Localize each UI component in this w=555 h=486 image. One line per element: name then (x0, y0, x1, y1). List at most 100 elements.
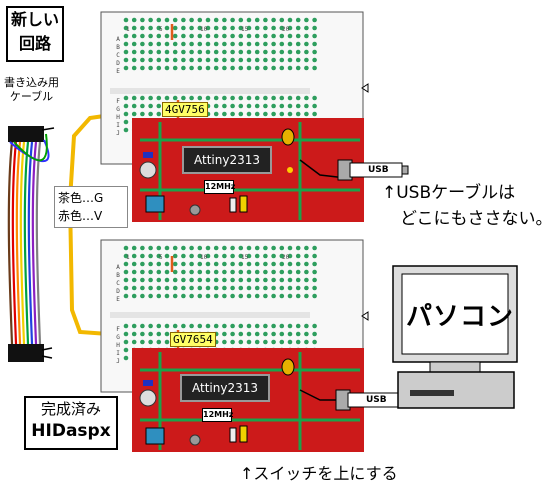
row-label: C (116, 280, 120, 287)
breadboard-hole (213, 277, 219, 283)
breadboard-hole (156, 253, 162, 259)
breadboard-hole (312, 339, 317, 345)
breadboard-hole (287, 261, 293, 267)
breadboard-hole (230, 277, 235, 283)
breadboard-hole (295, 261, 301, 267)
new-circuit-label: 新しい 回路 (6, 6, 64, 62)
breadboard-hole (181, 33, 186, 39)
breadboard-hole (189, 17, 194, 23)
top-breadboard (100, 11, 409, 222)
breadboard-hole (230, 95, 235, 101)
breadboard-hole (222, 95, 227, 101)
breadboard-hole (271, 25, 276, 31)
breadboard-hole (312, 41, 317, 47)
breadboard-hole (287, 33, 293, 39)
breadboard-hole (156, 65, 162, 71)
breadboard-hole (246, 95, 252, 101)
breadboard-hole (172, 65, 178, 71)
breadboard-hole (279, 41, 285, 47)
breadboard-hole (197, 49, 203, 55)
breadboard-hole (148, 95, 153, 101)
breadboard-hole (279, 25, 285, 31)
breadboard-hole (189, 33, 194, 39)
ribbon-cable (7, 126, 55, 362)
bottom-chip-tag: GV7654 (170, 332, 216, 347)
usb-note: ↑USBケーブルは どこにもささない。 (382, 180, 553, 232)
breadboard-hole (222, 277, 227, 283)
breadboard-hole (148, 41, 153, 47)
breadboard-hole (271, 111, 276, 117)
breadboard-hole (164, 49, 170, 55)
breadboard-hole (254, 277, 260, 283)
breadboard-hole (213, 33, 219, 39)
breadboard-hole (304, 111, 309, 117)
breadboard-hole (148, 285, 153, 291)
breadboard-hole (123, 347, 129, 353)
breadboard-hole (140, 57, 145, 63)
breadboard-hole (246, 41, 252, 47)
row-label: A (116, 36, 120, 43)
breadboard-hole (164, 261, 170, 267)
row-label: E (116, 68, 120, 75)
breadboard-hole (172, 57, 178, 63)
breadboard-hole (295, 103, 301, 109)
breadboard-hole (238, 261, 244, 267)
breadboard-hole (254, 103, 260, 109)
breadboard-hole (140, 65, 145, 71)
breadboard-hole (131, 103, 137, 109)
breadboard-hole (213, 95, 219, 101)
usb-note-line1: ↑USBケーブルは (382, 183, 516, 203)
breadboard-hole (172, 25, 178, 31)
breadboard-hole (230, 65, 235, 71)
breadboard-hole (140, 111, 145, 117)
column-label: 1 (126, 26, 130, 33)
breadboard-hole (230, 331, 235, 337)
breadboard-hole (181, 253, 186, 259)
usb-note-line2: どこにもささない。 (400, 209, 553, 229)
breadboard-hole (254, 269, 260, 275)
breadboard-hole (304, 269, 309, 275)
breadboard-hole (230, 103, 235, 109)
breadboard-hole (131, 261, 137, 267)
breadboard-hole (295, 33, 301, 39)
breadboard-hole (312, 111, 317, 117)
breadboard-hole (222, 331, 227, 337)
breadboard-hole (230, 261, 235, 267)
breadboard-hole (148, 253, 153, 259)
breadboard-hole (123, 111, 129, 117)
breadboard-hole (181, 65, 186, 71)
breadboard-hole (213, 17, 219, 23)
breadboard-hole (279, 33, 285, 39)
breadboard-hole (271, 277, 276, 283)
breadboard-hole (295, 277, 301, 283)
breadboard-hole (295, 65, 301, 71)
breadboard-hole (271, 41, 276, 47)
breadboard-hole (123, 119, 129, 125)
breadboard-hole (123, 41, 129, 47)
breadboard-hole (123, 355, 129, 361)
breadboard-hole (238, 111, 244, 117)
breadboard-hole (156, 33, 162, 39)
breadboard-hole (263, 17, 268, 23)
breadboard-hole (271, 95, 276, 101)
row-label: B (116, 272, 120, 279)
breadboard-hole (222, 103, 227, 109)
breadboard-hole (238, 293, 244, 299)
top-attiny-chip: Attiny2313 (182, 146, 272, 174)
breadboard-hole (230, 33, 235, 39)
breadboard-hole (230, 339, 235, 345)
breadboard-hole (263, 339, 268, 345)
breadboard-hole (131, 323, 137, 329)
bottom-attiny-chip: Attiny2313 (180, 374, 270, 402)
breadboard-hole (295, 253, 301, 259)
breadboard-hole (140, 253, 145, 259)
breadboard-hole (254, 261, 260, 267)
breadboard-hole (263, 25, 268, 31)
breadboard-hole (304, 285, 309, 291)
breadboard-hole (164, 293, 170, 299)
breadboard-hole (287, 49, 293, 55)
breadboard-hole (213, 293, 219, 299)
breadboard-hole (156, 25, 162, 31)
breadboard-hole (181, 269, 186, 275)
breadboard-hole (230, 49, 235, 55)
